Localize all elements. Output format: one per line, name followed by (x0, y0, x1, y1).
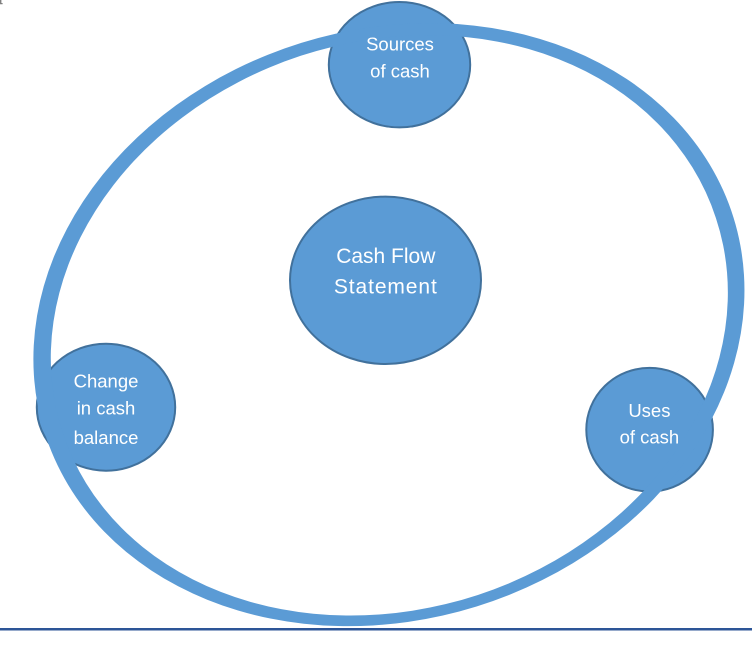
svg-text:Cash Flow: Cash Flow (336, 245, 436, 268)
svg-text:of cash: of cash (370, 61, 430, 82)
svg-text:Change: Change (74, 370, 139, 391)
svg-text:balance: balance (74, 427, 139, 448)
svg-text:in cash: in cash (77, 398, 136, 419)
svg-text:Sources: Sources (366, 34, 434, 55)
svg-text:Statement: Statement (334, 276, 438, 299)
svg-text:Uses: Uses (628, 400, 670, 421)
svg-text:of cash: of cash (620, 427, 680, 448)
